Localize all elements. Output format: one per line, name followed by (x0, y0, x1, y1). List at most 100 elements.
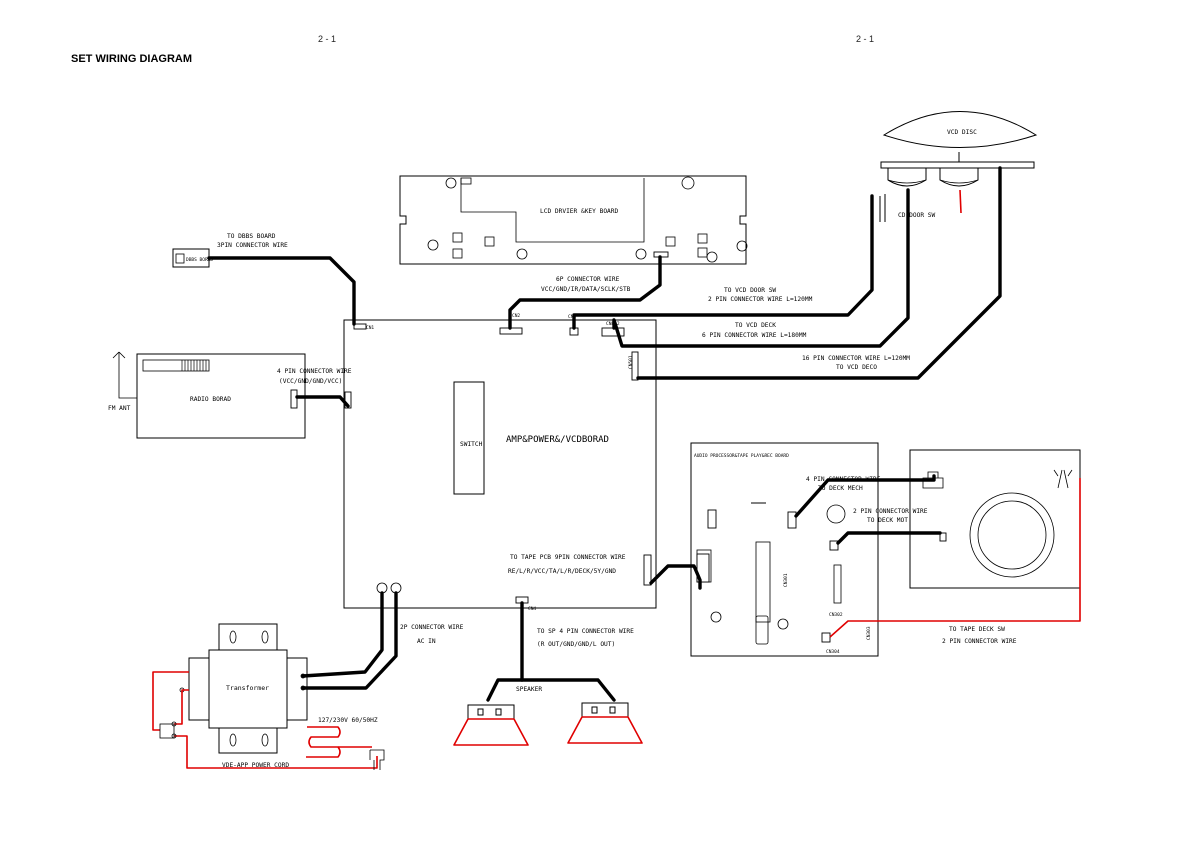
tuner-scale (181, 360, 207, 371)
transformer: Transformer (179, 623, 308, 754)
speaker-left-cone (453, 718, 529, 746)
dbbs-connector (353, 323, 367, 330)
key-button (452, 232, 463, 243)
tape-reel-outer (969, 492, 1055, 578)
radio-connector (344, 391, 352, 409)
key-button (697, 233, 708, 244)
mount-hole (736, 240, 748, 252)
audio-pcb-header (833, 564, 842, 604)
radio-board: RADIO BORAD FM ANT (108, 351, 306, 439)
voltage-selector-pin (171, 733, 177, 739)
speakers: SPEAKER (453, 686, 643, 746)
lcd-wire-label-2: VCC/GND/IR/DATA/SCLK/STB (541, 286, 631, 293)
power-cord-label: VDE-APP POWER CORD (222, 762, 289, 769)
speaker-cable-left (486, 601, 524, 702)
deck-mot-label-1: 2 PIN CONNECTOR WIRE (853, 508, 928, 515)
vcd-deck-label-1: TO VCD DECK (735, 322, 776, 329)
key-button (665, 236, 676, 247)
door-sw-label-1: TO VCD DOOR SW (724, 287, 776, 294)
vcd-tray (880, 161, 1035, 169)
sp-label-2: (R OUT/GND/GND/L OUT) (537, 641, 615, 648)
lcd-cable (508, 255, 662, 330)
audio-trimmer (826, 504, 846, 524)
vcd-deck-label-2: 6 PIN CONNECTOR WIRE L=180MM (702, 332, 807, 339)
deck-mech-label-1: 4 PIN CONNECTOR WIRE (806, 476, 881, 483)
lcd-board-label: LCD DRVIER &KEY BOARD (540, 208, 619, 215)
lcd-module (460, 178, 645, 243)
tape-connector (643, 554, 652, 586)
tape-input-connector (696, 553, 710, 583)
lcd-board-outline (399, 175, 747, 265)
radio-tuner (142, 359, 210, 372)
ir-receiver (460, 177, 472, 185)
audio-socket-small (707, 509, 717, 529)
voltage-selector-pin (171, 721, 177, 727)
deck-mech-cable (794, 474, 936, 518)
deck-motor-terminal (939, 532, 947, 542)
connector-label-cn-deco: CN501 (628, 355, 634, 369)
audio-board-label: AUDIO PROCESSOR&TAPE PLAY&REC BOARD (694, 453, 789, 459)
fm-ant-label: FM ANT (108, 405, 131, 412)
ac-in-label-1: 2P CONNECTOR WIRE (400, 624, 464, 631)
speaker-right-magnet (581, 702, 629, 718)
main-board: SWITCH AMP&POWER&/VCDBORAD CN1 CN2 CN3 C… (343, 313, 657, 612)
lcd-wire-label-1: 6P CONNECTOR WIRE (556, 276, 620, 283)
connector-label-cn0: CN1 (366, 325, 374, 331)
ac-in-label-2: AC IN (417, 638, 436, 645)
transformer-core (208, 649, 288, 729)
deco-connector (631, 351, 639, 381)
tape-sw-label-1: TO TAPE DECK SW (949, 626, 1005, 633)
audio-pcb-capacitor (755, 615, 769, 645)
radio-wire-label-1: 4 PIN CONNECTOR WIRE (277, 368, 352, 375)
audio-board-outline (690, 442, 879, 657)
dbbs-label-2: 3PIN CONNECTOR WIRE (217, 242, 288, 249)
mount-slot (229, 630, 237, 644)
radio-board-connector (290, 389, 298, 409)
radio-cable (295, 395, 350, 408)
speaker-label: SPEAKER (516, 686, 542, 693)
tape-reel-inner (977, 500, 1047, 570)
deck-mot-connector (829, 540, 839, 551)
vcd-motor-detail (887, 179, 979, 184)
dbbs-board: DBBS BORAD (172, 248, 213, 268)
key-button (452, 248, 463, 259)
page-number-right: 2 - 1 (856, 34, 875, 44)
transformer-top-bracket (218, 623, 278, 651)
audio-connector-label-b: CN302 (829, 612, 843, 618)
tape-deck (909, 449, 1081, 589)
switch-block (453, 381, 485, 495)
audio-connector-label-a: CN301 (783, 573, 789, 587)
audio-mount-hole (777, 618, 789, 630)
fm-antenna-icon (112, 351, 137, 399)
page-title: SET WIRING DIAGRAM (71, 53, 192, 65)
vcd-deco-label-1: 16 PIN CONNECTOR WIRE L=120MM (802, 355, 910, 362)
tape-sw-connector (821, 632, 831, 643)
deck-sw-icon (1053, 469, 1073, 489)
radio-board-label: RADIO BORAD (190, 396, 231, 403)
screw-mark (635, 248, 647, 260)
power-wire (152, 671, 189, 731)
audio-mount-hole (710, 611, 722, 623)
audio-connector-label-d: CN304 (826, 649, 840, 655)
transformer-label: Transformer (226, 684, 269, 692)
sp-label-1: TO SP 4 PIN CONNECTOR WIRE (537, 628, 634, 635)
audio-pcb-ic (755, 541, 771, 623)
deck-mech-label-2: TO DECK MECH (818, 485, 863, 492)
key-button (697, 247, 708, 258)
mount-hole (427, 239, 439, 251)
mount-slot (229, 733, 237, 747)
main-board-outline (343, 319, 657, 609)
speaker-left-magnet (467, 704, 515, 720)
tape-sw-wire (829, 478, 1081, 638)
deck-mot-label-2: TO DECK MOT (867, 517, 908, 524)
radio-board-outline (136, 353, 306, 439)
cd-door-sw-label: CD DOOR SW (898, 212, 936, 219)
mount-slot (261, 630, 269, 644)
door-sw-label-2: 2 PIN CONNECTOR WIRE L=120MM (708, 296, 813, 303)
dbbs-label: DBBS BORAD (186, 257, 213, 263)
deck-mech-connector (787, 511, 797, 529)
door-sw-cable (572, 194, 874, 330)
tape-pcb-label-2: RE/L/R/VCC/TA/L/R/DECK/5Y/GND (508, 568, 616, 575)
switch-label: SWITCH (460, 441, 483, 448)
